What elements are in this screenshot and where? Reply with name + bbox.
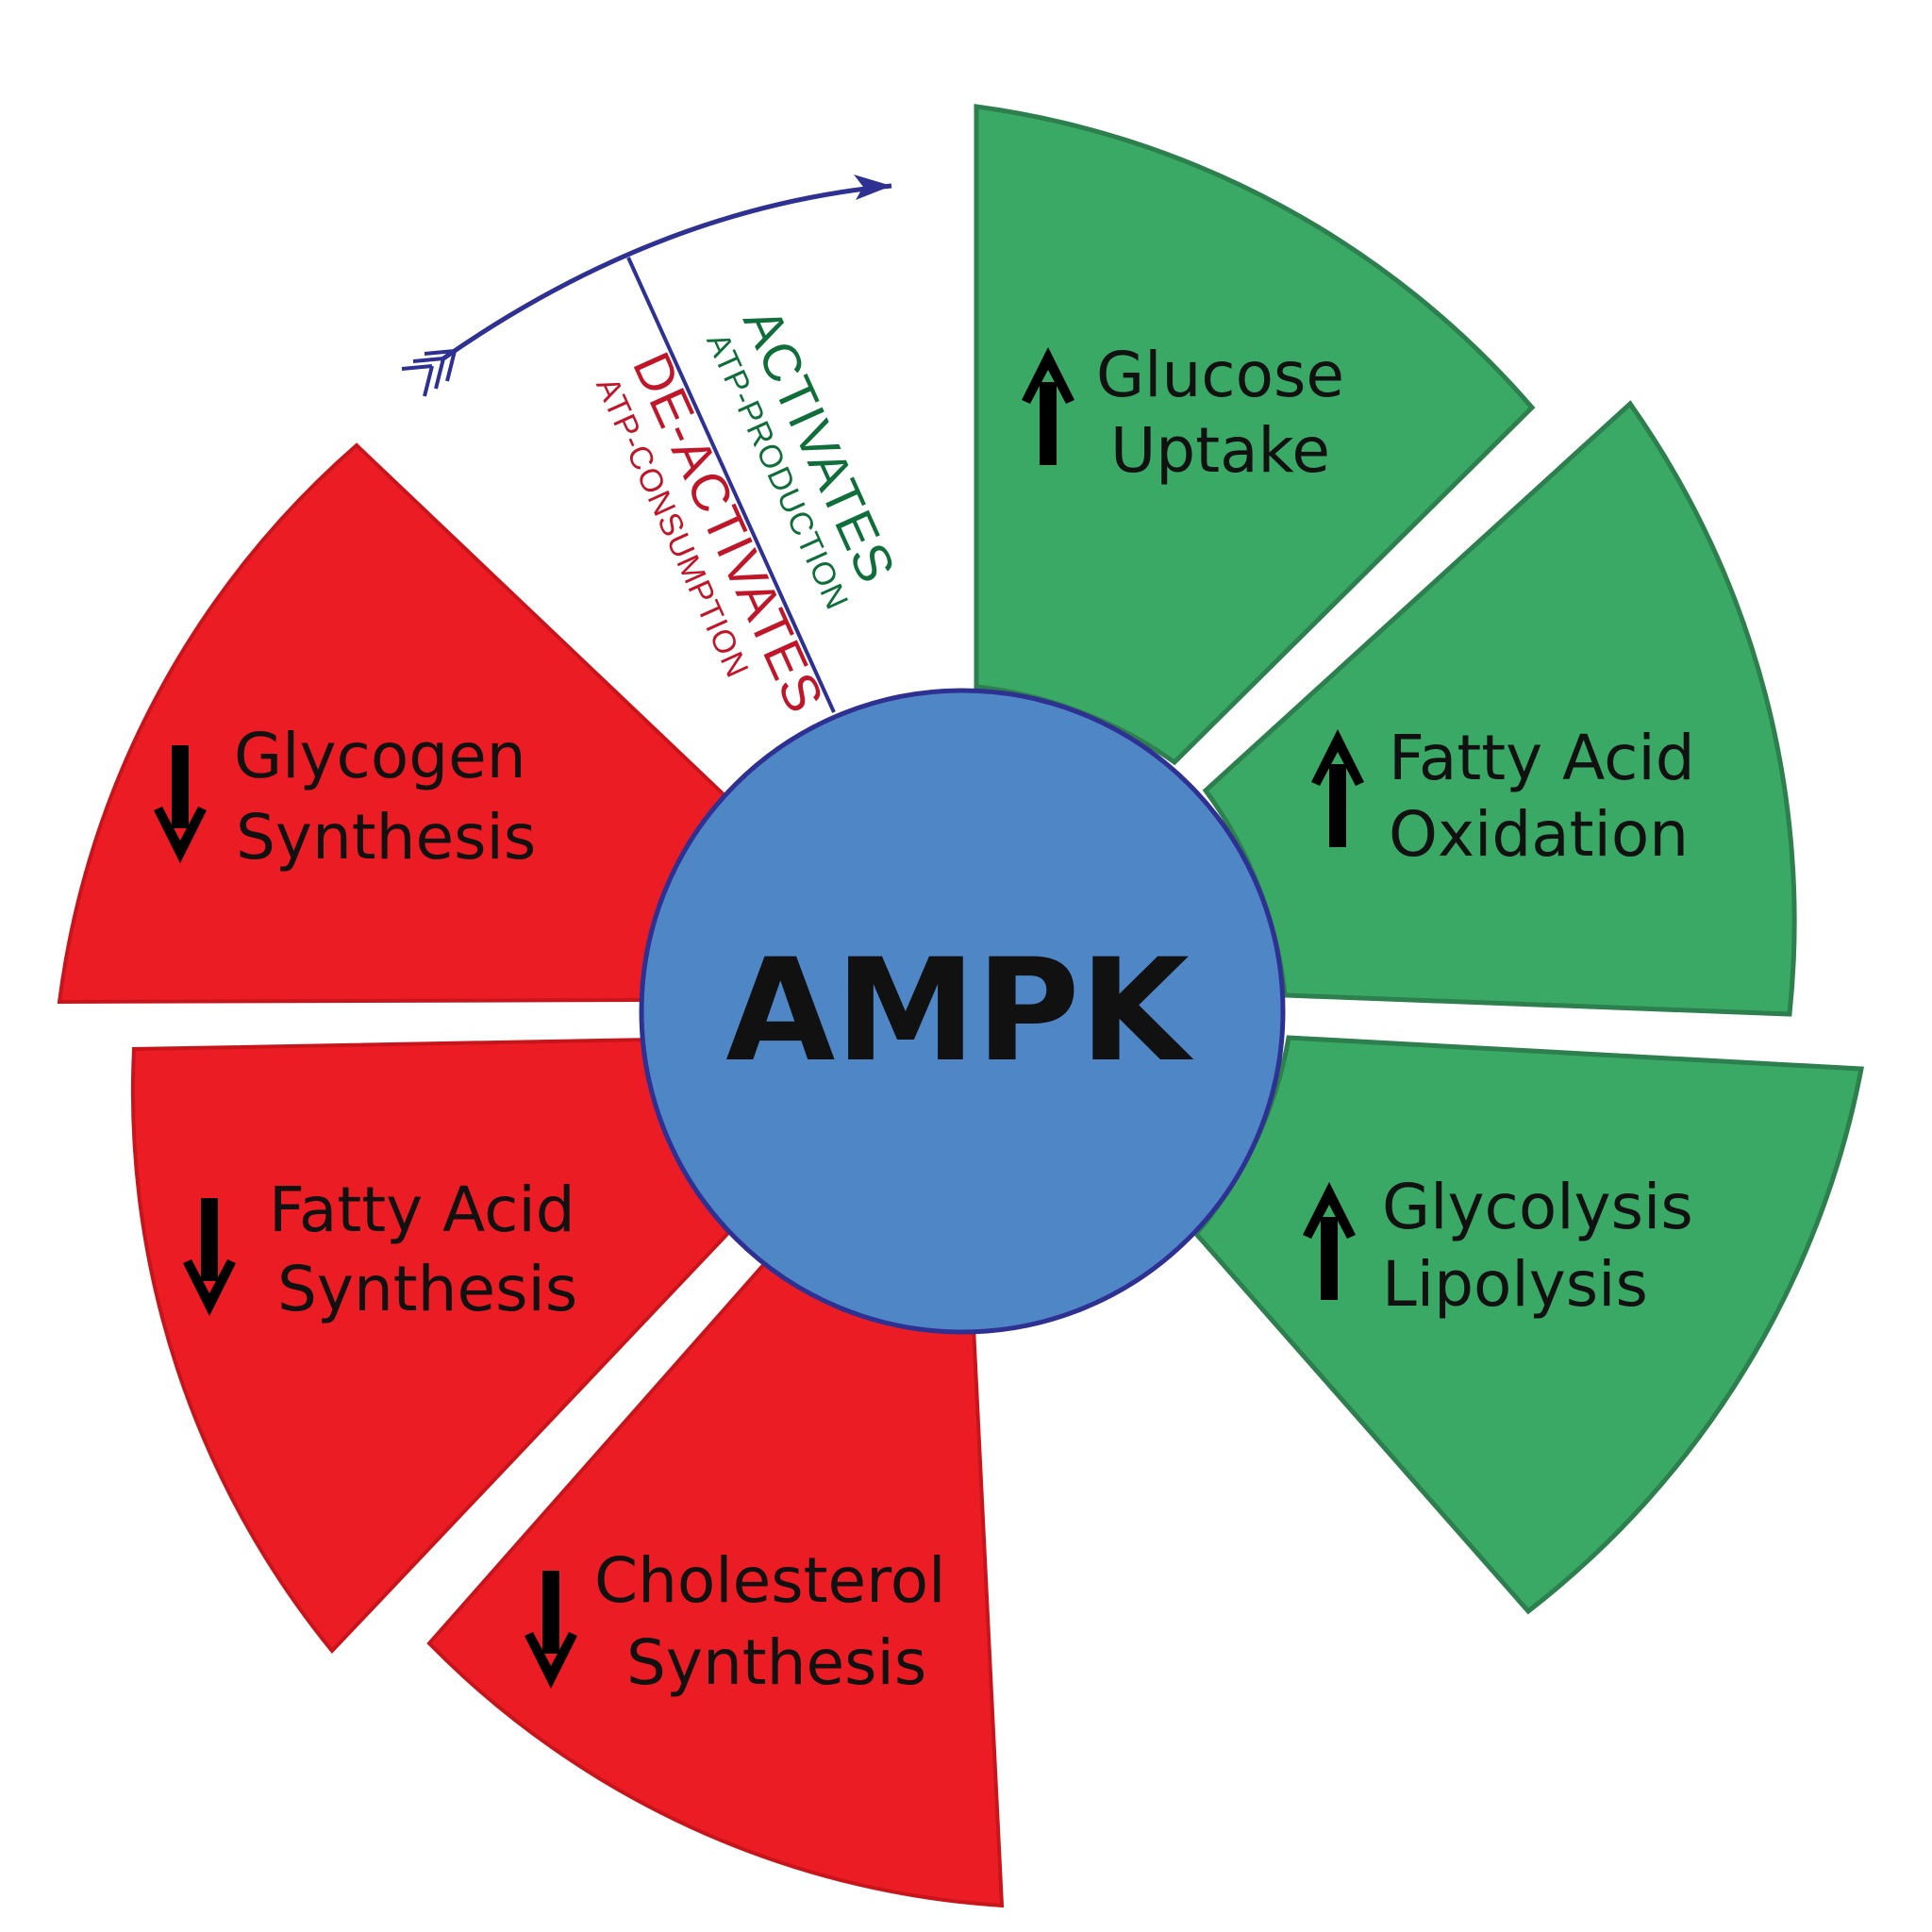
label-glycogen-synthesis: Glycogen Synthesis: [154, 720, 536, 874]
up-arrow-icon: [1022, 347, 1074, 465]
ampk-center-circle: [639, 688, 1286, 1335]
down-arrow-icon: [525, 1571, 577, 1689]
segment-line2: Synthesis: [236, 801, 536, 874]
legend-divider-line: [626, 257, 836, 713]
center-label: AMPK: [725, 929, 1193, 1093]
label-glycolysis-lipolysis: Glycolysis Lipolysis: [1303, 1171, 1693, 1321]
segment-line1: Fatty Acid: [1389, 722, 1695, 794]
label-fatty-acid-oxidation: Fatty Acid Oxidation: [1311, 722, 1695, 871]
segment-line2: Uptake: [1110, 414, 1330, 487]
segment-line1: Cholesterol: [594, 1544, 946, 1617]
legend-arc-arrow: [401, 175, 892, 397]
label-cholesterol-synthesis: Cholesterol Synthesis: [525, 1544, 946, 1699]
sector-glycolysis-lipolysis: [1192, 1035, 1864, 1615]
segment-line2: Synthesis: [277, 1253, 577, 1325]
segment-line1: Glycogen: [234, 720, 526, 792]
segment-line2: Lipolysis: [1382, 1248, 1648, 1321]
segment-line2: Synthesis: [626, 1626, 926, 1699]
down-arrow-icon: [183, 1198, 236, 1316]
down-arrow-icon: [154, 745, 207, 863]
segment-line1: Glycolysis: [1382, 1171, 1693, 1243]
label-fatty-acid-synthesis: Fatty Acid Synthesis: [183, 1174, 577, 1325]
up-arrow-icon: [1303, 1182, 1356, 1300]
label-glucose-uptake: Glucose Uptake: [1022, 339, 1344, 487]
segment-line2: Oxidation: [1389, 798, 1689, 871]
segment-line1: Fatty Acid: [269, 1174, 575, 1246]
segment-line1: Glucose: [1096, 339, 1344, 411]
up-arrow-icon: [1311, 729, 1364, 847]
